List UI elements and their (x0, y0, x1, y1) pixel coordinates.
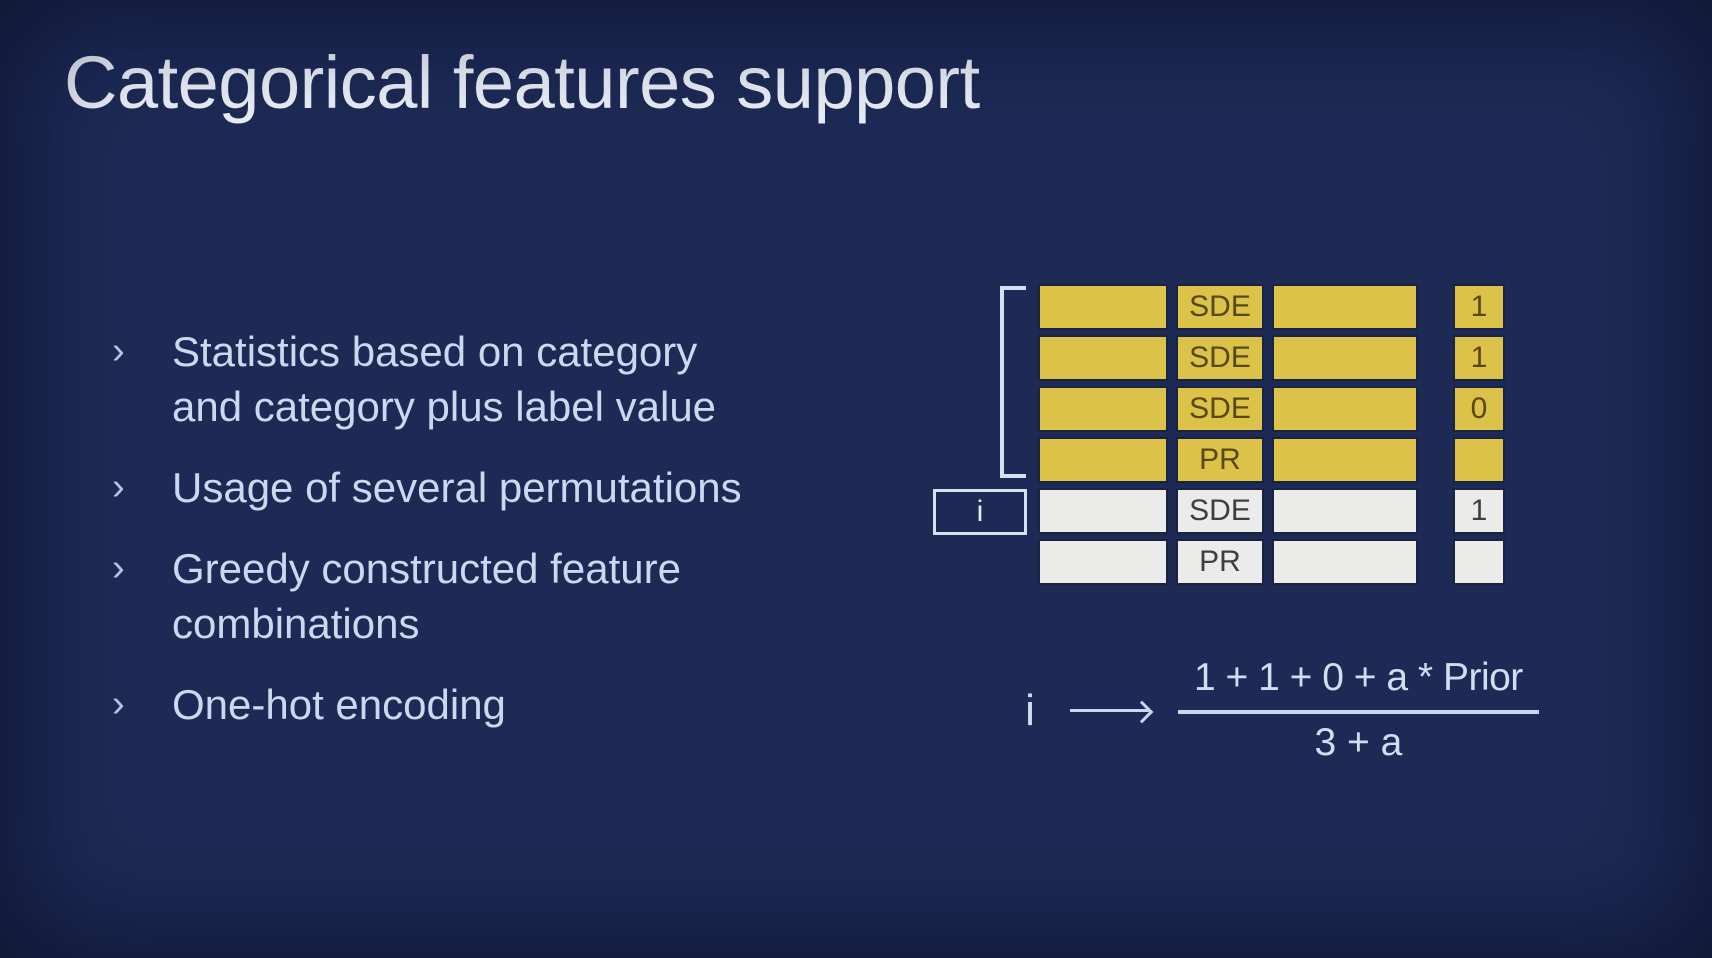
bullet-line: combinations (172, 600, 420, 647)
feature-cell: SDE (1176, 284, 1264, 330)
row-group-bracket (1000, 286, 1026, 478)
table-row: PR (1038, 539, 1418, 585)
feature-cell: PR (1176, 437, 1264, 483)
label-cell (1453, 437, 1505, 483)
label-column: 1 1 0 1 (1453, 284, 1505, 585)
label-cell: 1 (1453, 284, 1505, 330)
feature-cell: SDE (1176, 386, 1264, 432)
right-arrow-icon (1070, 709, 1150, 712)
bullet-line: Greedy constructed feature (172, 545, 681, 592)
formula-denominator: 3 + a (1314, 721, 1403, 764)
list-item: › Greedy constructed feature combination… (112, 541, 772, 651)
row-pointer-label: i (976, 495, 984, 528)
bullet-text: Statistics based on category and categor… (172, 324, 716, 434)
extra-cell (1272, 437, 1418, 483)
extra-cell (1272, 386, 1418, 432)
formula-fraction: 1 + 1 + 0 + a * Prior 3 + a (1178, 656, 1539, 765)
chevron-bullet-icon: › (112, 330, 125, 372)
chevron-bullet-icon: › (112, 547, 125, 589)
table-row: SDE (1038, 386, 1418, 432)
feature-table-rows: SDE SDE SDE PR SDE PR (1038, 284, 1418, 590)
formula-numerator: 1 + 1 + 0 + a * Prior (1178, 656, 1539, 714)
label-cell: 1 (1453, 488, 1505, 534)
formula-lhs: i (1025, 685, 1035, 735)
feature-cell: PR (1176, 539, 1264, 585)
table-row: SDE (1038, 335, 1418, 381)
table-row: SDE (1038, 284, 1418, 330)
category-cell (1038, 386, 1168, 432)
page-title: Categorical features support (64, 41, 980, 124)
bullet-text: One-hot encoding (172, 677, 506, 732)
feature-cell: SDE (1176, 335, 1264, 381)
ctr-formula: i 1 + 1 + 0 + a * Prior 3 + a (1020, 656, 1539, 765)
bullet-line: and category plus label value (172, 383, 717, 430)
table-row: PR (1038, 437, 1418, 483)
bullet-line: Statistics based on category (172, 328, 698, 375)
bullet-text: Usage of several permutations (172, 460, 742, 515)
category-cell (1038, 284, 1168, 330)
label-cell (1453, 539, 1505, 585)
category-cell (1038, 335, 1168, 381)
extra-cell (1272, 539, 1418, 585)
list-item: › Statistics based on category and categ… (112, 324, 772, 434)
chevron-bullet-icon: › (112, 466, 125, 508)
row-pointer-box: i (933, 489, 1027, 535)
extra-cell (1272, 488, 1418, 534)
category-cell (1038, 488, 1168, 534)
bullet-list: › Statistics based on category and categ… (112, 324, 772, 758)
category-cell (1038, 539, 1168, 585)
chevron-bullet-icon: › (112, 683, 125, 725)
label-cell: 0 (1453, 386, 1505, 432)
bullet-line: One-hot encoding (172, 681, 506, 728)
bullet-text: Greedy constructed feature combinations (172, 541, 681, 651)
table-row: SDE (1038, 488, 1418, 534)
category-cell (1038, 437, 1168, 483)
list-item: › One-hot encoding (112, 677, 772, 732)
label-cell: 1 (1453, 335, 1505, 381)
list-item: › Usage of several permutations (112, 460, 772, 515)
extra-cell (1272, 284, 1418, 330)
bullet-line: Usage of several permutations (172, 464, 742, 511)
feature-cell: SDE (1176, 488, 1264, 534)
extra-cell (1272, 335, 1418, 381)
